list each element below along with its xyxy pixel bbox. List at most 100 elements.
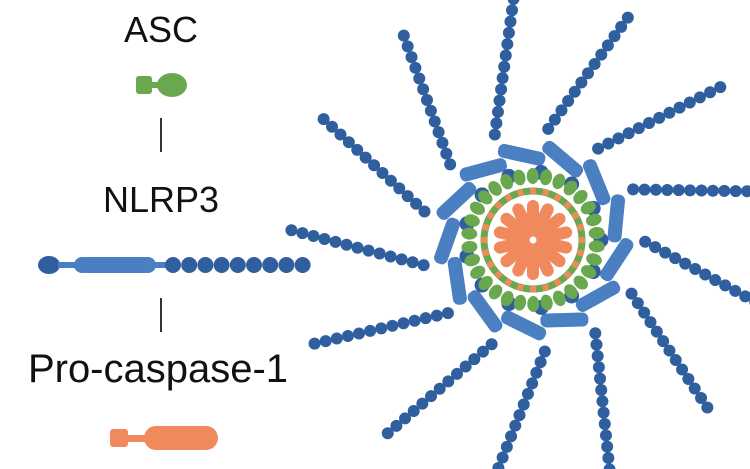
arm-bead: [476, 345, 489, 358]
arm-bead: [492, 462, 505, 469]
arm-bead: [718, 184, 731, 197]
arm-bead: [653, 111, 666, 124]
arm-bead: [627, 183, 640, 196]
lrr-bead: [165, 257, 181, 273]
arm-bead: [591, 349, 604, 362]
asc-oval: [540, 294, 553, 311]
procaspase-1-label: Pro-caspase-1: [27, 347, 289, 391]
arm-bead: [459, 360, 472, 373]
arm-bead: [500, 440, 513, 453]
arm-bead: [729, 185, 742, 198]
arm-bead: [589, 327, 602, 340]
caspase-card-square: [486, 260, 495, 269]
arm-bead: [676, 363, 689, 376]
arm-bead: [509, 419, 522, 432]
arm-bead: [590, 338, 603, 351]
arm-bead: [428, 115, 441, 128]
arm-bead: [441, 307, 454, 320]
asc-oval: [588, 226, 605, 240]
arm-bead: [582, 67, 595, 80]
caspase-card-square: [482, 249, 490, 257]
arm-bead: [679, 257, 692, 270]
arm-bead: [706, 184, 719, 197]
arm-bead: [505, 430, 518, 443]
arm-bead: [496, 72, 509, 85]
arm-bead: [405, 51, 418, 64]
asc-oval: [552, 173, 566, 190]
asc-oval: [488, 181, 502, 196]
arm-bead: [625, 287, 638, 300]
caspase-hub-center: [529, 236, 537, 244]
asc-icon: [136, 73, 187, 97]
arm-bead: [568, 85, 581, 98]
arm-bead: [644, 316, 657, 329]
arm-bead: [296, 227, 309, 240]
arm-bead: [695, 392, 708, 405]
lrr-bead: [213, 257, 230, 273]
nacht-rod: [575, 280, 621, 312]
arm-bead: [622, 127, 635, 140]
arm-bead: [649, 241, 662, 254]
caspase-card-square: [563, 270, 572, 279]
arm-bead: [351, 241, 364, 254]
arm-bead: [693, 91, 706, 104]
arm-bead: [538, 345, 551, 358]
arm-bead: [669, 354, 682, 367]
asc-oval: [573, 275, 588, 290]
caspase-card-square: [571, 260, 580, 269]
nacht-rod: [467, 290, 503, 333]
caspase-card-square: [516, 189, 524, 197]
caspase-card-square: [482, 223, 490, 231]
arm-bead: [397, 317, 410, 330]
caspase-core: [493, 200, 573, 280]
arm-bead: [689, 263, 702, 276]
arm-bead: [373, 247, 386, 260]
nacht-rod: [582, 159, 611, 206]
asc-oval: [513, 169, 526, 186]
arm-bead: [521, 387, 534, 400]
nacht-rod: [501, 310, 547, 341]
arm-bead: [413, 72, 426, 85]
lrr-bead: [246, 257, 262, 273]
arm-bead: [739, 290, 750, 303]
arm-bead: [596, 395, 609, 408]
lrr-bead: [262, 257, 279, 273]
nlrp3-lrr-beads: [165, 257, 311, 273]
arm-bead: [621, 11, 634, 24]
arm-bead: [599, 429, 612, 442]
arm-bead: [684, 184, 697, 197]
arm-bead: [401, 40, 414, 53]
arm-bead: [601, 39, 614, 52]
asc-oval: [588, 240, 605, 253]
arm-bead: [368, 159, 381, 172]
caspase-card-square: [494, 270, 503, 279]
nlrp3-icon: [38, 256, 311, 274]
arm-bead: [499, 49, 512, 62]
arm-bead: [498, 60, 511, 73]
arm-bead: [496, 451, 509, 464]
arm-bead: [488, 128, 501, 141]
asc-oval: [461, 240, 478, 254]
arm-bead: [695, 184, 708, 197]
caspase-card-square: [553, 193, 562, 202]
arm-bead: [364, 324, 377, 337]
arm-bead: [386, 319, 399, 332]
asc-label: ASC: [123, 9, 199, 50]
arm-bead: [341, 329, 354, 342]
caspase-petal: [512, 203, 534, 236]
arm-bead: [406, 256, 419, 269]
inflammasome-assembly: [285, 0, 750, 469]
arm-bead: [491, 105, 504, 118]
arm-bead: [682, 373, 695, 386]
arm-bead: [401, 190, 414, 203]
arm-bead: [534, 356, 547, 369]
arm-bead: [420, 93, 433, 106]
asc-oval: [478, 276, 493, 290]
asc-oval: [586, 253, 602, 266]
arm-bead: [507, 0, 520, 6]
arm-bead: [643, 117, 656, 130]
arm-bead: [530, 366, 543, 379]
arm-bead: [699, 268, 712, 281]
arm-bead: [513, 409, 526, 422]
